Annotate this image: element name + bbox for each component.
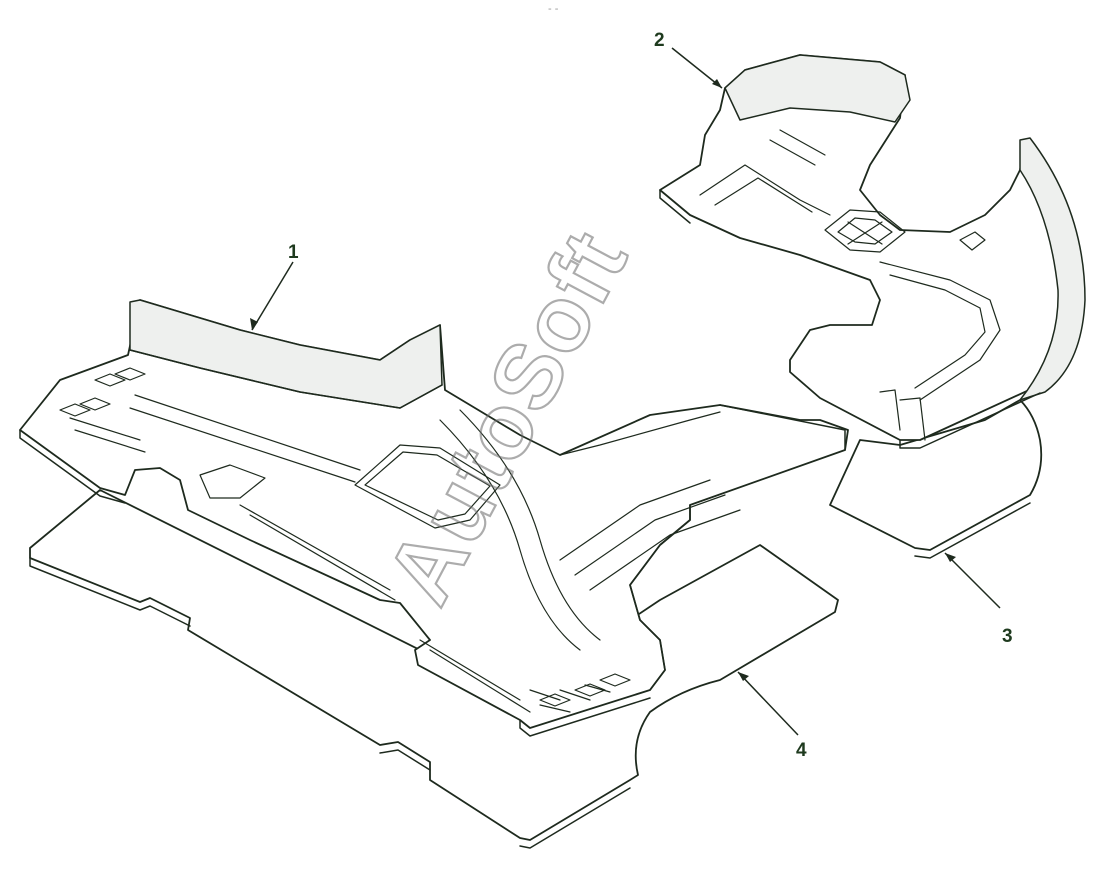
part-front-floor-mat [19, 299, 849, 737]
callout-4: 4 [796, 740, 807, 761]
callout-2: 2 [654, 30, 665, 51]
part-rear-floor-mat [659, 54, 1086, 449]
top-mark: - - [548, 3, 559, 15]
callout-3: 3 [1002, 626, 1013, 647]
callout-1: 1 [288, 242, 299, 263]
leader-lines [250, 47, 1001, 736]
